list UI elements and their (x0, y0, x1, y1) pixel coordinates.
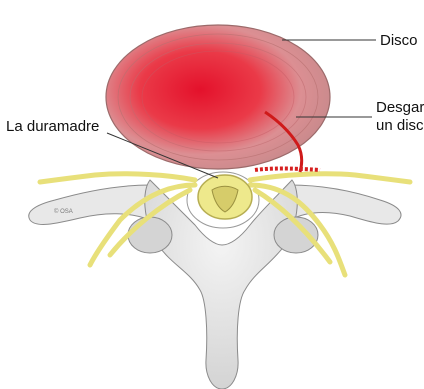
label-dura: La duramadre (6, 118, 99, 135)
label-disc: Disco (380, 32, 418, 49)
spinal-cord (198, 175, 252, 219)
left-facet (128, 217, 172, 253)
copyright-mark: © OSA (54, 209, 73, 215)
intervertebral-disc (106, 25, 330, 169)
label-tear-line1: Desgar (376, 99, 424, 116)
left-transverse-process (29, 185, 150, 224)
label-tear-line2: un disco (376, 117, 424, 134)
right-transverse-process (290, 185, 401, 224)
